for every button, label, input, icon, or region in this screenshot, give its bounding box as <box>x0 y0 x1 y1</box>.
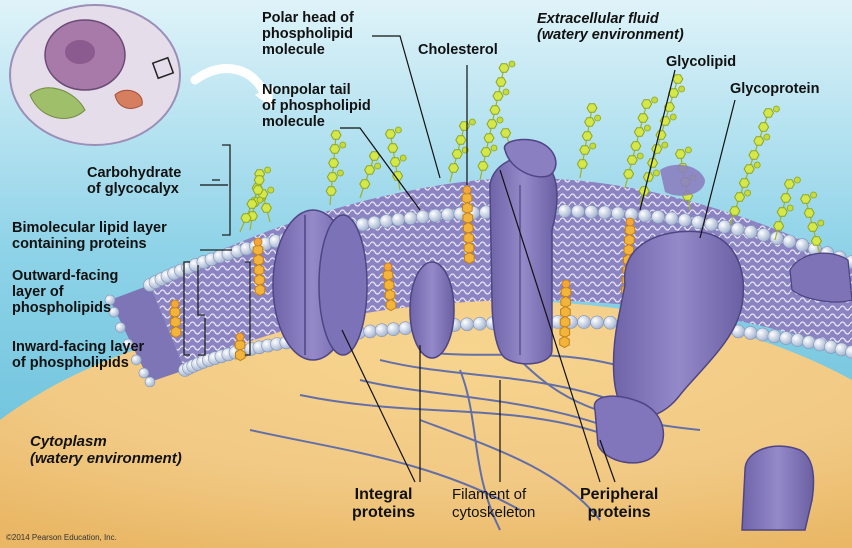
middle-head-row <box>104 294 156 388</box>
zoom-square <box>151 56 175 80</box>
integral-protein-channel <box>409 261 455 359</box>
polar-head-label: Polar head of phospholipid molecule <box>262 10 354 58</box>
peripheral-protein-bottom <box>741 445 815 531</box>
extracellular-label: Extracellular fluid (watery environment) <box>537 11 684 43</box>
cholesterol-label: Cholesterol <box>418 42 498 58</box>
leader-lines <box>200 35 736 483</box>
integral-protein-center <box>489 138 558 365</box>
protein-far-right <box>789 252 852 303</box>
zoom-arrow-icon <box>190 64 270 100</box>
inward-label: Inward-facing layer of phospholipids <box>12 339 145 371</box>
integral-label: Integral proteins <box>352 486 416 521</box>
label-brackets <box>183 144 251 356</box>
nonpolar-tail-label: Nonpolar tail of phospholipid molecule <box>262 82 371 130</box>
outer-head-row <box>143 204 852 292</box>
glycoprotein-right <box>593 230 745 464</box>
cell-inset <box>9 4 181 146</box>
outward-label: Outward-facing layer of phospholipids <box>12 268 119 316</box>
carbohydrate-label: Carbohydrate of glycocalyx <box>87 165 182 197</box>
cytoplasm-label: Cytoplasm (watery environment) <box>30 433 182 467</box>
peripheral-label: Peripheral proteins <box>580 486 659 521</box>
glycoprotein-label: Glycoprotein <box>730 81 820 97</box>
bilayer-slice-face <box>110 285 185 382</box>
integral-protein-left <box>272 209 368 361</box>
glycolipid-label: Glycolipid <box>666 54 737 70</box>
protein-bg-blob <box>660 164 705 196</box>
bimolecular-label: Bimolecular lipid layer containing prote… <box>12 220 167 252</box>
filament-label: Filament of cytoskeleton <box>452 486 536 521</box>
copyright-credit: ©2014 Pearson Education, Inc. <box>6 533 117 542</box>
